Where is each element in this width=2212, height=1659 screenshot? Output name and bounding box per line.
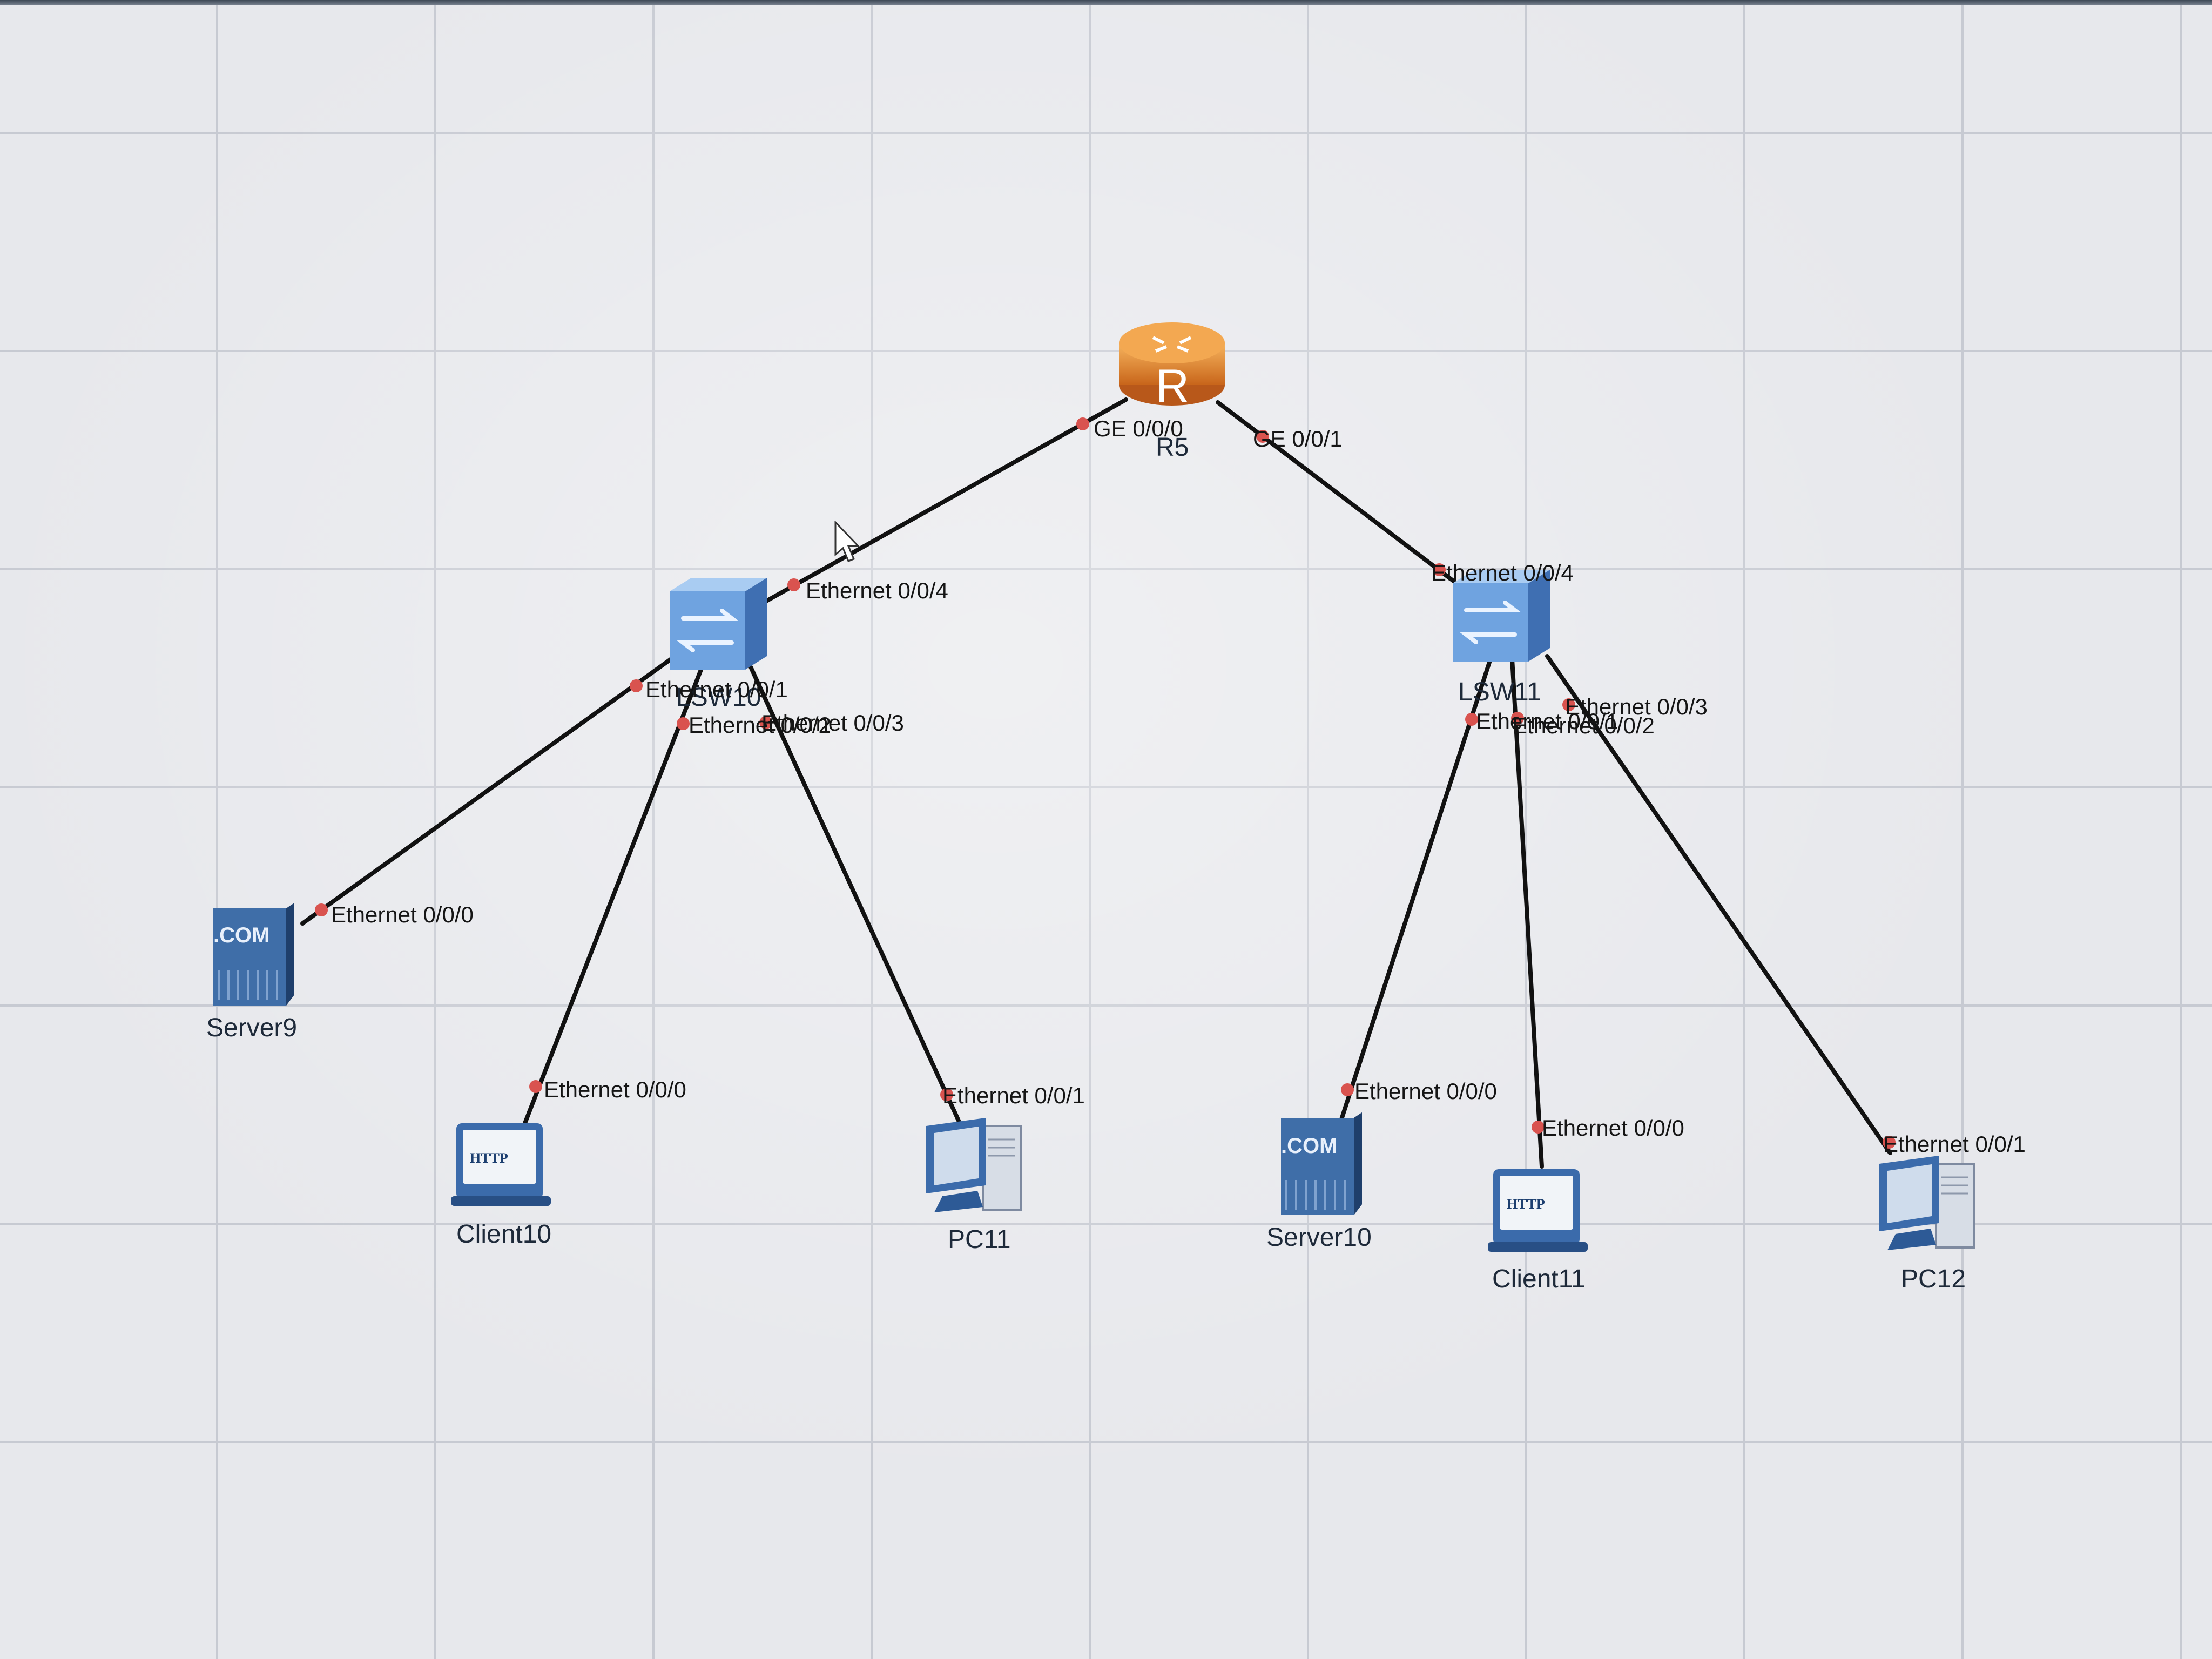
- device-label-server10: Server10: [1266, 1223, 1372, 1252]
- port-label: Ethernet 0/0/2: [689, 712, 831, 738]
- http-client-icon-text: HTTP: [1507, 1196, 1545, 1212]
- port-dot: [1562, 698, 1575, 711]
- port-label: GE 0/0/0: [1094, 416, 1183, 441]
- port-dot: [1532, 1121, 1545, 1134]
- pc-icon[interactable]: [1871, 1150, 1990, 1261]
- port-dot: [1883, 1136, 1896, 1149]
- port-dot: [940, 1088, 953, 1101]
- port-dot: [1256, 430, 1269, 443]
- server-icon-text: .COM: [1281, 1134, 1338, 1158]
- port-label: Ethernet 0/0/1: [1476, 709, 1618, 734]
- port-label: GE 0/0/1: [1253, 426, 1343, 451]
- port-dot: [787, 578, 800, 591]
- port-dot: [1076, 417, 1089, 430]
- port-label: Ethernet 0/0/2: [1512, 713, 1655, 738]
- switch-icon[interactable]: [670, 578, 770, 672]
- port-dot: [315, 903, 328, 916]
- device-label-r5: R5: [1156, 433, 1189, 462]
- port-label: Ethernet 0/0/3: [761, 710, 904, 736]
- port-label: Ethernet 0/0/4: [806, 578, 948, 603]
- port-label: Ethernet 0/0/1: [645, 677, 788, 702]
- port-label: Ethernet 0/0/4: [1431, 560, 1574, 585]
- device-label-lsw10: LSW10: [676, 683, 761, 712]
- device-label-client10: Client10: [456, 1220, 552, 1249]
- switch-icon[interactable]: [1453, 570, 1553, 664]
- link-lsw11-pc12[interactable]: [1545, 654, 1892, 1155]
- server-icon[interactable]: [1276, 1112, 1367, 1218]
- link-r5-lsw10[interactable]: [719, 397, 1128, 629]
- link-lsw10-client10[interactable]: [522, 665, 704, 1128]
- port-dot: [1511, 712, 1524, 725]
- http-client-icon[interactable]: [1488, 1166, 1590, 1253]
- port-dot: [759, 716, 772, 729]
- link-lsw10-pc11[interactable]: [748, 665, 961, 1123]
- mouse-cursor-icon: [834, 521, 860, 562]
- port-dot: [677, 717, 690, 730]
- port-dot: [630, 679, 643, 692]
- link-lsw11-server10[interactable]: [1337, 657, 1493, 1128]
- port-label: Ethernet 0/0/3: [1565, 694, 1708, 719]
- device-label-pc12: PC12: [1901, 1265, 1966, 1293]
- port-dot: [1433, 563, 1446, 576]
- pc-icon[interactable]: [918, 1112, 1037, 1223]
- device-label-server9: Server9: [206, 1014, 298, 1042]
- port-dot: [1341, 1083, 1354, 1096]
- port-label: Ethernet 0/0/0: [544, 1077, 686, 1102]
- port-label: Ethernet 0/0/1: [942, 1083, 1085, 1108]
- link-lsw10-server9[interactable]: [300, 654, 677, 926]
- port-label: Ethernet 0/0/1: [1883, 1131, 2026, 1157]
- router-icon-letter: R: [1156, 360, 1190, 412]
- server-icon[interactable]: [208, 903, 300, 1008]
- http-client-icon-text: HTTP: [470, 1150, 508, 1166]
- device-label-pc11: PC11: [948, 1225, 1011, 1254]
- port-dot: [1465, 713, 1478, 726]
- http-client-icon[interactable]: [451, 1121, 554, 1207]
- window-top-edge: [0, 0, 2212, 5]
- server-icon-text: .COM: [213, 923, 270, 947]
- link-lsw11-client11[interactable]: [1510, 657, 1544, 1169]
- device-label-lsw11: LSW11: [1458, 678, 1541, 706]
- port-label: Ethernet 0/0/0: [331, 902, 474, 927]
- device-label-client11: Client11: [1492, 1265, 1586, 1293]
- port-label: Ethernet 0/0/0: [1354, 1078, 1497, 1104]
- port-dot: [529, 1080, 542, 1093]
- router-icon[interactable]: [1115, 316, 1229, 410]
- port-label: Ethernet 0/0/0: [1542, 1115, 1684, 1141]
